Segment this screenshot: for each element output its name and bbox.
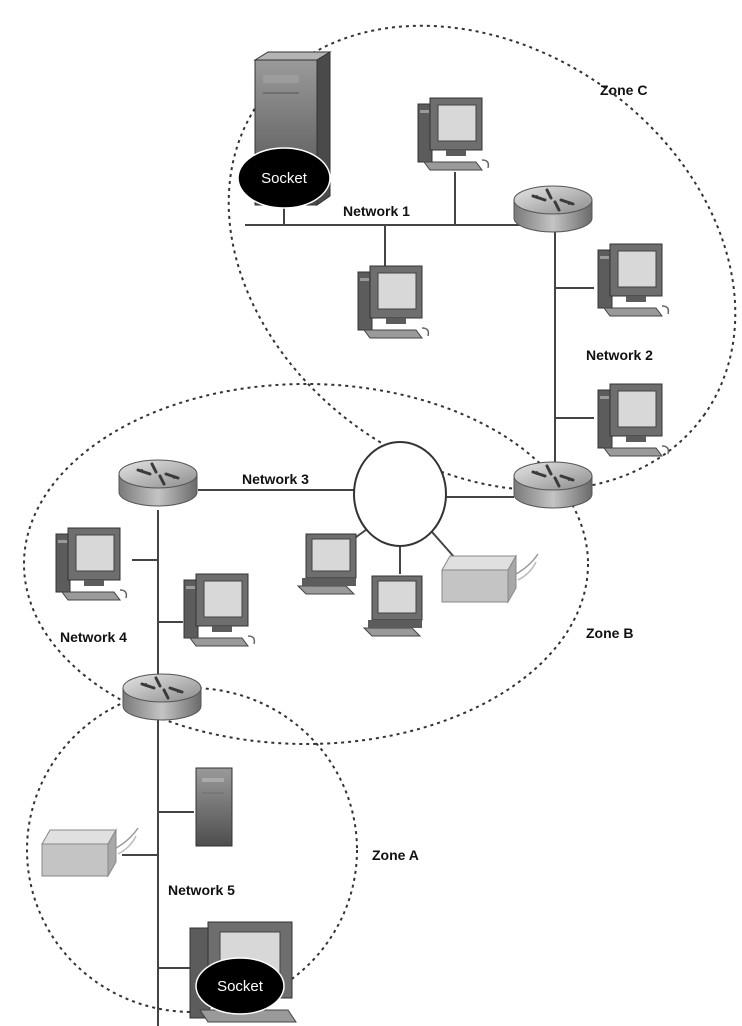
workstation-icon xyxy=(597,383,670,457)
network-2-bus xyxy=(554,225,594,462)
router-icon xyxy=(121,672,203,722)
ring-hub-icon xyxy=(353,441,447,547)
workstation-icon xyxy=(183,573,256,647)
printer-icon xyxy=(441,553,539,603)
network-4-bus xyxy=(132,510,183,680)
zone-c-boundary xyxy=(227,24,737,492)
printer-icon xyxy=(41,827,139,877)
socket-label: Socket xyxy=(261,170,308,187)
workstation-icon xyxy=(55,527,128,601)
network-2-label: Network 2 xyxy=(586,347,653,363)
socket-badge-workstation: Socket xyxy=(195,957,285,1015)
laptop-icon xyxy=(363,575,423,637)
workstation-icon xyxy=(417,97,490,171)
zone-a-label: Zone A xyxy=(372,847,419,863)
network-5-label: Network 5 xyxy=(168,882,235,898)
network-1-label: Network 1 xyxy=(343,203,410,219)
zone-c-label: Zone C xyxy=(600,82,647,98)
socket-badge-server: Socket xyxy=(237,147,331,209)
network-4-label: Network 4 xyxy=(60,629,127,645)
workstation-icon xyxy=(357,265,430,339)
network-5-bus xyxy=(122,715,194,1026)
zone-b-label: Zone B xyxy=(586,625,633,641)
laptop-icon xyxy=(297,533,357,595)
network-1-bus xyxy=(245,172,555,272)
network-3-label: Network 3 xyxy=(242,471,309,487)
zone-b-boundary xyxy=(23,383,589,745)
router-icon xyxy=(512,460,594,510)
router-icon xyxy=(117,458,199,508)
socket-label: Socket xyxy=(217,978,264,995)
server-icon xyxy=(195,767,233,847)
router-icon xyxy=(512,184,594,234)
network-3-links xyxy=(198,489,514,574)
workstation-icon xyxy=(597,243,670,317)
